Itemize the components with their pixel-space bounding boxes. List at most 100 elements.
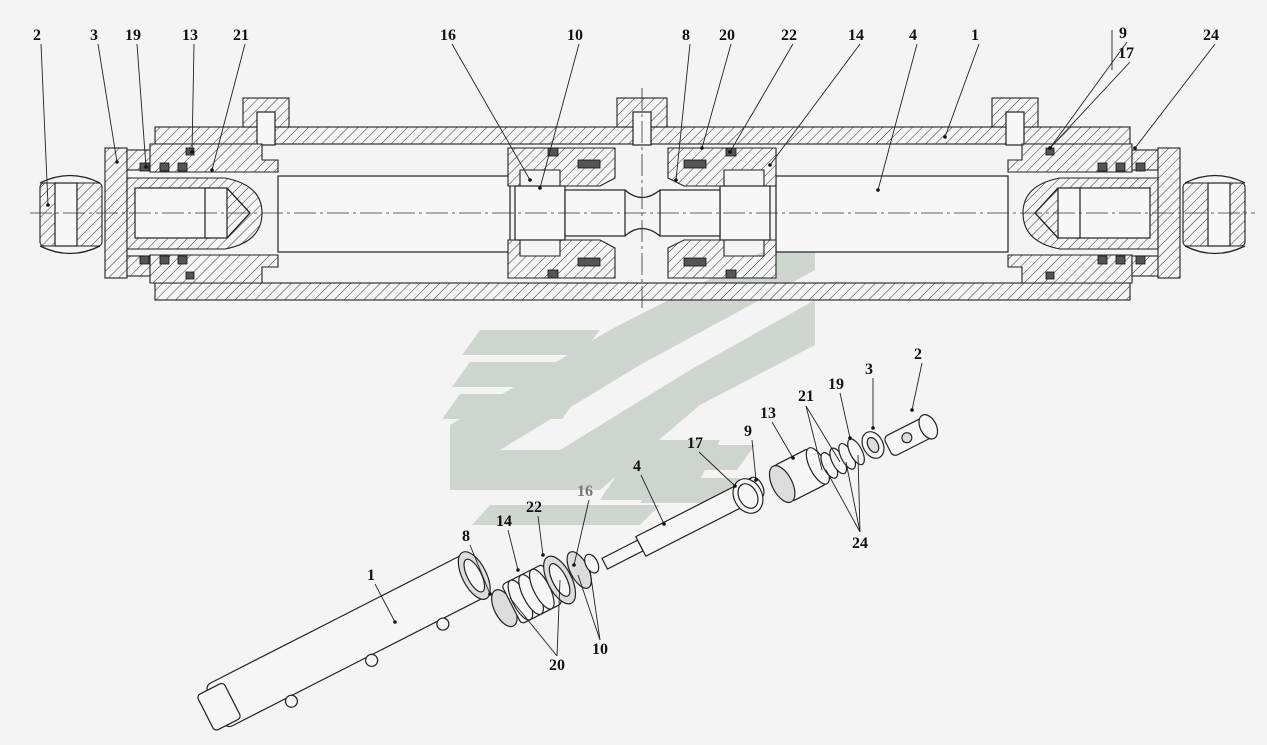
section-callout-22: 22 [781,27,797,44]
section-callout-13: 13 [182,27,198,44]
section-leader-dot-24 [1133,146,1137,150]
section-leader-1 [944,43,980,138]
section-leader-dot-8 [674,178,678,182]
leader-24-b [845,461,861,533]
exploded-leader-2 [911,362,923,411]
exploded-leader-dot-8 [488,592,492,596]
section-view [30,88,1255,310]
leader-24-c [857,454,861,533]
section-leader-dot-14 [768,163,772,167]
section-leader-dot-3 [115,160,119,164]
section-callout-17: 17 [1118,45,1134,62]
leader-24-a [825,469,861,533]
exploded-leader-14 [507,529,519,571]
section-leader-14 [769,43,861,166]
section-callout-14: 14 [848,27,864,44]
exploded-callout-1: 1 [367,567,375,584]
exploded-leader-dot-16 [572,563,576,567]
section-leader-dot-10 [538,186,542,190]
exploded-leader-dot-9 [754,478,758,482]
section-callout-1: 1 [971,27,979,44]
section-leader-3 [97,43,118,163]
section-leader-10 [539,43,580,189]
leader-21-a [805,405,823,471]
section-leader-dot-22 [728,150,732,154]
section-callout-24: 24 [1203,27,1219,44]
section-leader-16 [451,43,531,181]
exploded-view [197,414,939,731]
exploded-callout-24: 24 [852,535,868,552]
exploded-callout-2: 2 [914,346,922,363]
leader-20-a [509,597,558,657]
section-leader-dot-4 [876,188,880,192]
section-leader-dot-16 [528,178,532,182]
barrel-wall-bottom [154,282,1131,301]
section-leader-dot-20 [700,146,704,150]
exploded-callout-8: 8 [462,528,470,545]
section-leader-13 [191,43,195,153]
section-leader-22 [729,43,794,153]
exploded-callout-10: 10 [592,641,608,658]
exploded-callout-20: 20 [549,657,565,674]
exploded-callout-19: 19 [828,376,844,393]
exploded-callout-16: 16 [577,483,593,500]
exploded-callout-21: 21 [798,388,814,405]
section-leader-dot-21 [210,168,214,172]
callout-leaders [40,30,1216,657]
exploded-callout-4: 4 [633,458,641,475]
leader-10-b [589,569,601,641]
exploded-leader-dot-17 [733,484,737,488]
section-callout-21: 21 [233,27,249,44]
section-leader-24 [1134,43,1216,149]
exploded-leader-dot-13 [791,456,795,460]
section-callout-8: 8 [682,27,690,44]
section-leader-dot-19 [144,165,148,169]
section-leader-9 [1049,41,1128,149]
section-leader-dot-13 [190,150,194,154]
exploded-leader-9 [751,439,757,481]
section-leader-4 [877,43,918,191]
exploded-callout-3: 3 [865,361,873,378]
exploded-leader-dot-19 [848,436,852,440]
section-leader-dot-1 [943,135,947,139]
section-callout-9: 9 [1119,25,1127,42]
section-leader-21 [211,43,246,171]
exploded-callout-22: 22 [526,499,542,516]
exploded-leader-dot-3 [871,426,875,430]
exploded-callout-13: 13 [760,405,776,422]
exploded-leader-dot-4 [662,522,666,526]
section-leader-dot-2 [46,203,50,207]
section-leader-dot-17 [1048,146,1052,150]
exploded-callout-17: 17 [687,435,703,452]
exploded-leader-dot-1 [393,620,397,624]
section-leader-8 [675,43,691,181]
section-leader-17 [1049,61,1131,149]
section-callout-16: 16 [440,27,456,44]
leader-21-b [805,405,841,463]
exploded-leader-17 [698,451,736,487]
exploded-leader-4 [640,474,665,525]
section-callout-3: 3 [90,27,98,44]
section-leader-2 [40,43,49,206]
exploded-leader-1 [374,583,396,623]
section-leader-19 [136,43,147,168]
section-leader-20 [701,43,732,149]
exploded-leader-dot-2 [910,408,914,412]
exploded-callout-9: 9 [744,423,752,440]
exploded-leader-13 [771,421,794,459]
exploded-callout-14: 14 [496,513,512,530]
exploded-leader-19 [839,392,851,439]
section-callout-10: 10 [567,27,583,44]
exploded-leader-16 [573,499,590,566]
section-callout-20: 20 [719,27,735,44]
exploded-leader-8 [469,544,491,595]
leader-10-a [577,574,601,641]
section-callout-4: 4 [909,27,917,44]
leader-20-b [556,579,561,657]
section-callout-19: 19 [125,27,141,44]
section-callout-2: 2 [33,27,41,44]
exploded-leader-22 [537,515,544,556]
